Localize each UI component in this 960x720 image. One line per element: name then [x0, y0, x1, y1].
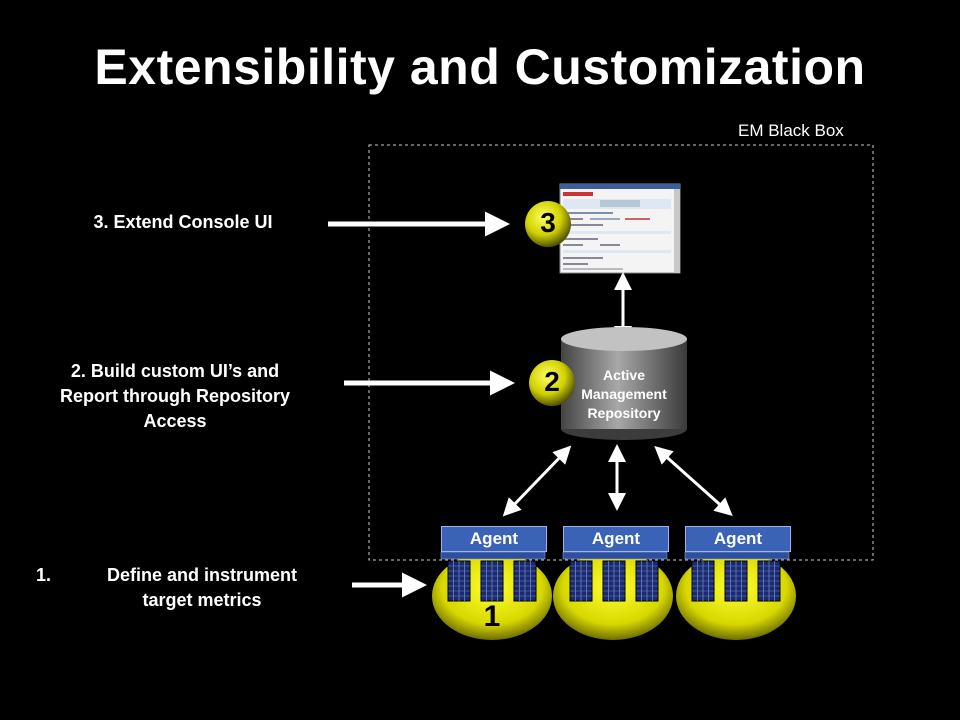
black-box-label: EM Black Box	[738, 121, 844, 140]
badge-2: 2	[544, 366, 560, 397]
agent-strip-3	[684, 551, 790, 560]
agent-box-1: Agent	[441, 526, 547, 552]
console-ui-screenshot	[559, 183, 681, 274]
agent-box-3: Agent	[685, 526, 791, 552]
badge-2-circle	[529, 360, 575, 406]
agent-strip-2	[562, 551, 668, 560]
step-3-label: 3. Extend Console UI	[93, 212, 273, 232]
agent-1-repository-arrow	[502, 445, 572, 517]
agent-server-blocks	[440, 551, 790, 602]
badge-3-circle	[525, 201, 571, 247]
agent-3-repository-arrow	[654, 446, 733, 516]
repository-label: Active Management Repository	[581, 367, 667, 421]
page-title: Extensibility and Customization	[94, 39, 866, 95]
repository-cylinder	[561, 327, 687, 440]
agent-box-2: Agent	[563, 526, 669, 552]
agent-strip-1	[440, 551, 546, 560]
badge-3: 3	[540, 207, 556, 238]
badge-1: 1	[483, 600, 501, 633]
step-2-label: 2. Build custom UI’s and Report through …	[60, 361, 290, 431]
